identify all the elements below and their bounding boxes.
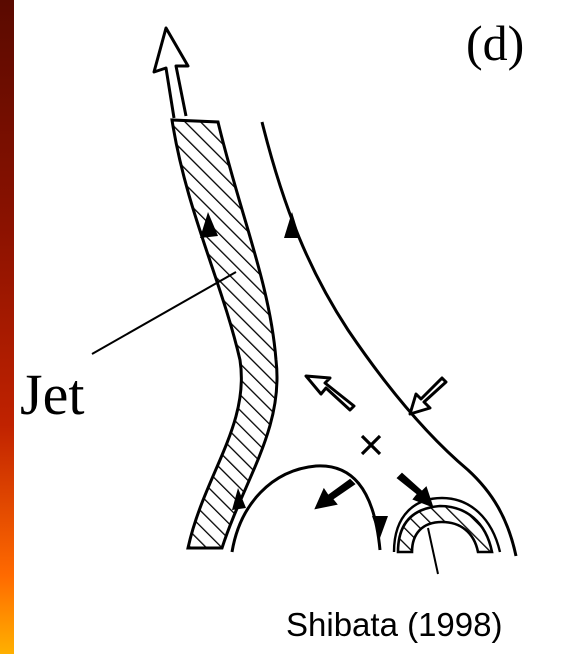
right-field-line [262, 122, 516, 556]
credit-leader-line [428, 528, 438, 574]
credit-label: Shibata (1998) [286, 608, 502, 641]
jet-leader-line [92, 272, 236, 354]
lower-left-arrow [316, 480, 354, 508]
right-line-arrowhead [284, 212, 300, 238]
x-point-marker [362, 436, 380, 454]
jet-hatched-band [172, 120, 277, 548]
lower-right-arrow [398, 474, 432, 506]
jet-outflow-arrow [154, 28, 188, 118]
loop-arrowhead [372, 516, 388, 538]
panel-label: (d) [466, 18, 524, 68]
outflow-arrow-upper-left [306, 376, 354, 410]
jet-label: Jet [20, 366, 84, 424]
loop-arch [232, 466, 380, 552]
inflow-arrow-upper-right [410, 378, 446, 414]
